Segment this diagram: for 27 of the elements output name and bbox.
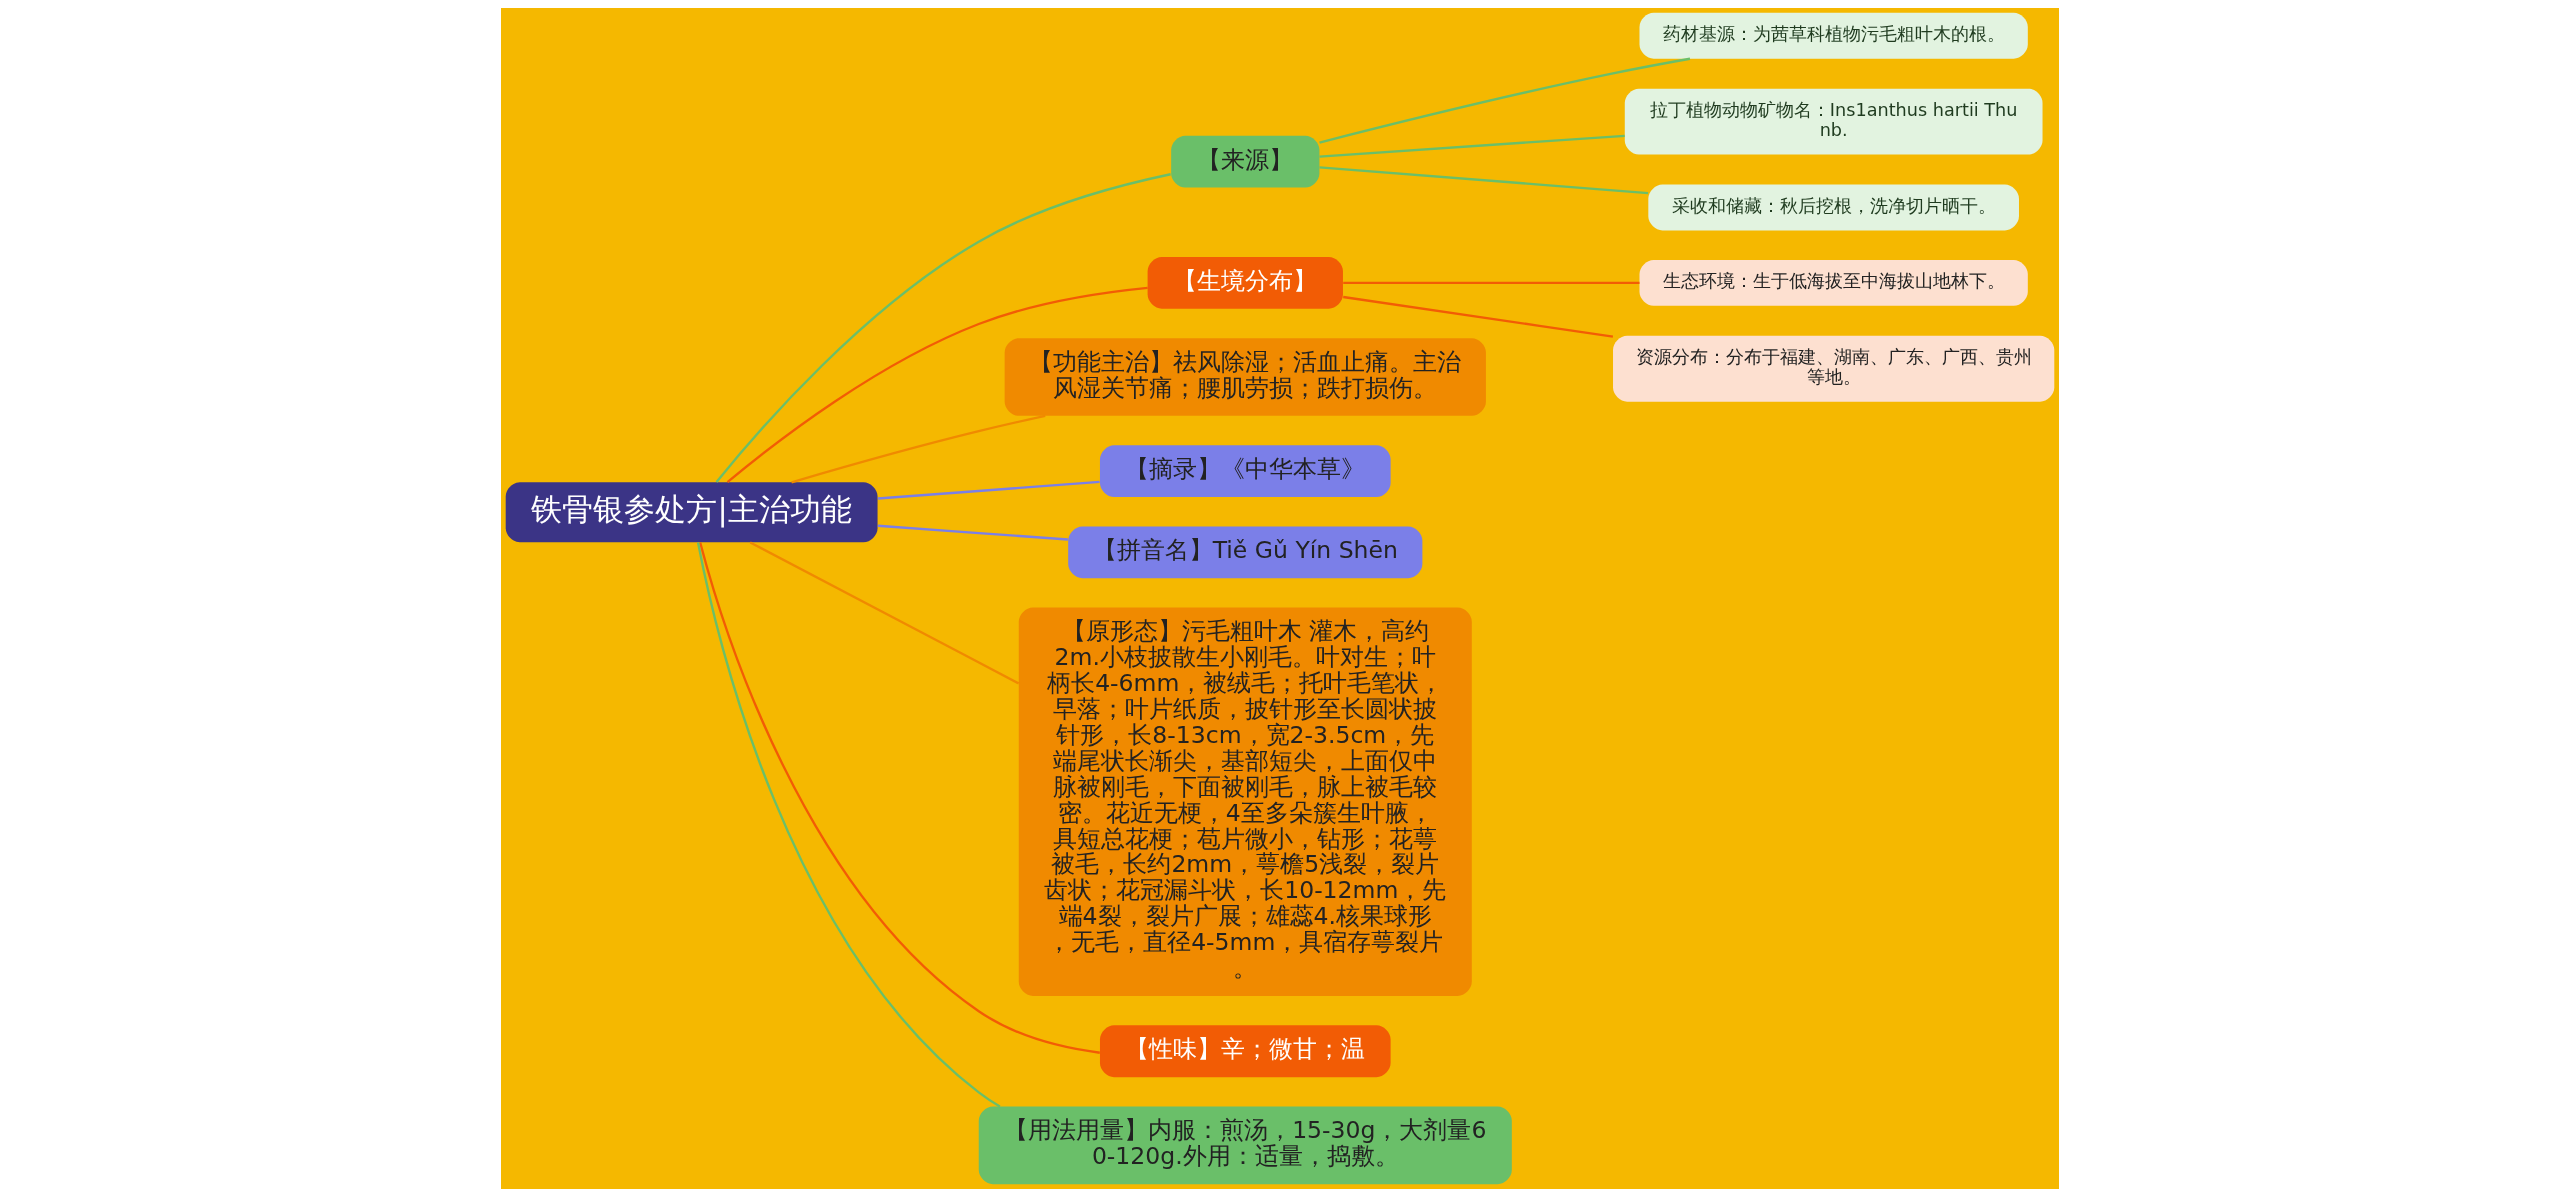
connector <box>877 480 1100 500</box>
connector <box>749 541 1020 685</box>
connector <box>1319 166 1649 195</box>
node-box: 【原形态】污毛粗叶木 灌木，高约2m.小枝披散生小刚毛。叶对生；叶柄长4-6mm，被绒毛；托叶毛笔状，早落；叶片纸质，披针形至长圆状披针形，长8-13cm，宽2-3.5cm，先端尾状长渐尖，基部短尖，上面仅中脉被刚毛，下面被刚毛，脉上被毛较密。花近无梗，4至多朵簇生叶腋，具短总花梗；苞片微小，钻形；花萼被毛，长约2mm，萼檐5浅裂，裂片齿状；花冠漏斗状，长10-12mm，先端4裂，裂片广展；雄蕊4.核果球形，无毛，直径4-5mm，具宿存萼裂片。 <box>1018 607 1472 996</box>
connector <box>726 286 1148 484</box>
node-box: 【生境分布】 <box>1147 256 1343 309</box>
node-box: 【性味】辛；微甘；温 <box>1099 1025 1391 1078</box>
connector <box>1343 281 1640 284</box>
node-box: 拉丁植物动物矿物名：Ins1anthus hartii Thunb. <box>1624 88 2043 155</box>
node-box: 药材基源：为茜草科植物污毛粗叶木的根。 <box>1639 12 2028 59</box>
connector <box>1319 57 1691 144</box>
node-box: 资源分布：分布于福建、湖南、广东、广西、贵州等地。 <box>1613 335 2055 402</box>
connector <box>699 542 1100 1054</box>
connector <box>1319 134 1625 158</box>
connector <box>696 542 1001 1108</box>
connector <box>715 173 1171 483</box>
node-box: 生态环境：生于低海拔至中海拔山地林下。 <box>1639 259 2028 306</box>
node-box: 【拼音名】Tiě Gǔ Yín Shēn <box>1068 526 1423 579</box>
connector <box>1343 295 1614 338</box>
node-box: 【来源】 <box>1171 135 1320 188</box>
node-box: 【摘录】《中华本草》 <box>1099 445 1391 497</box>
node-box: 铁骨银参处方|主治功能 <box>505 482 878 543</box>
node-box: 采收和储藏：秋后挖根，洗净切片晒干。 <box>1648 184 2019 231</box>
node-box: 【功能主治】祛风除湿；活血止痛。主治风湿关节痛；腰肌劳损；跌打损伤。 <box>1004 338 1486 416</box>
connector <box>791 414 1046 484</box>
node-box: 【用法用量】内服：煎汤，15-30g，大剂量60-120g.外用：适量，捣敷。 <box>978 1106 1512 1185</box>
connector <box>877 524 1068 541</box>
